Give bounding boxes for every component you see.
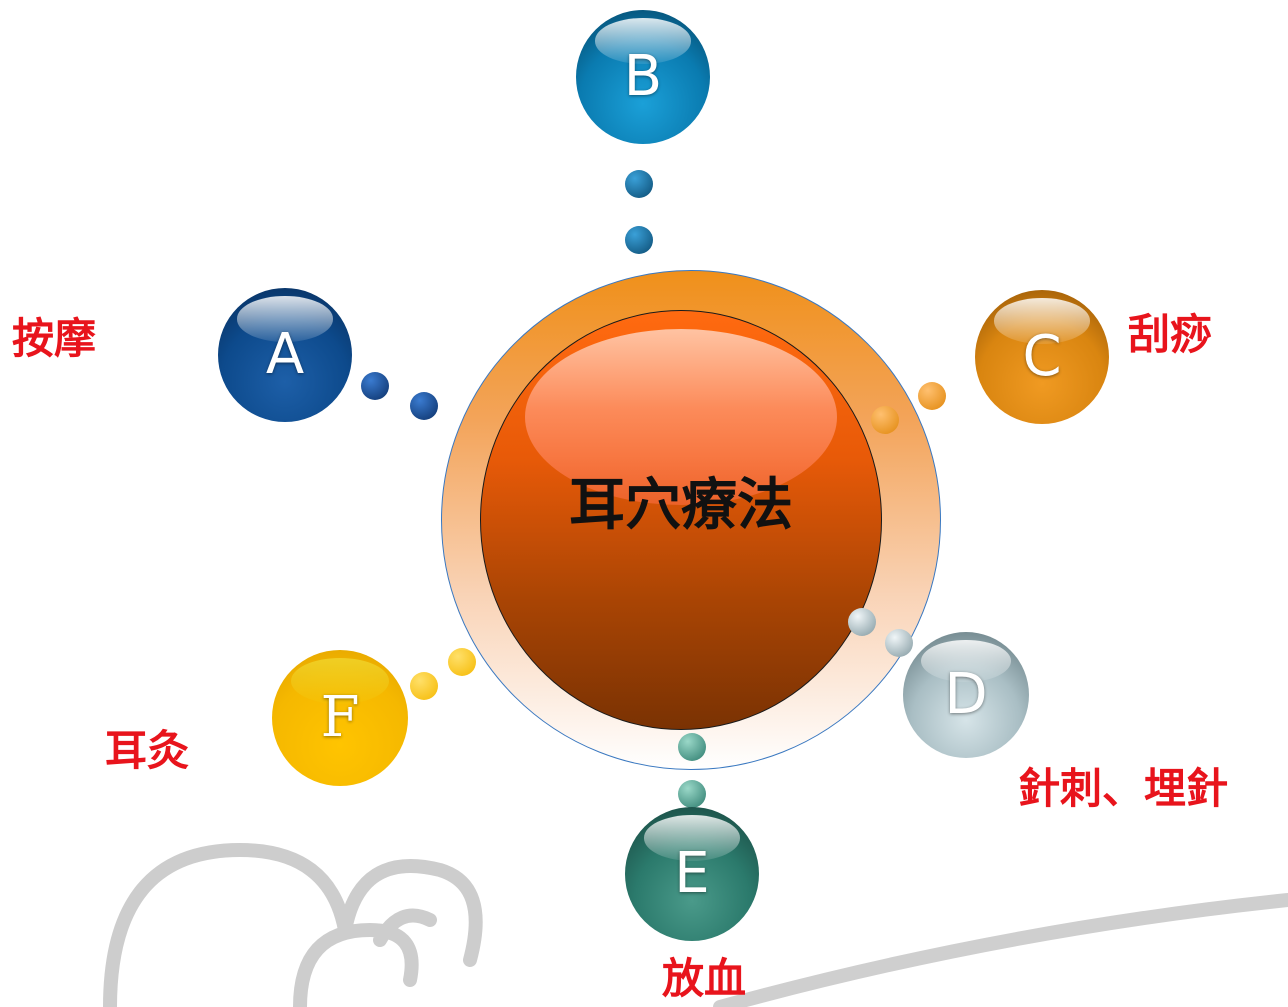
- cloud-swirl-ornament: [103, 842, 483, 1007]
- connector-dot-c-2: [871, 406, 899, 434]
- label-d: 針刺、埋針: [1018, 764, 1229, 813]
- connector-dot-e-1: [678, 733, 706, 761]
- center-circle-highlight: [525, 329, 837, 505]
- label-e: 放血: [662, 954, 747, 1003]
- label-f: 耳灸: [105, 726, 190, 775]
- node-ball-a-shine: [236, 296, 334, 342]
- connector-dot-a-1: [361, 372, 389, 400]
- node-ball-b: B: [576, 10, 710, 144]
- connector-dot-c-1: [918, 382, 946, 410]
- connector-dot-f-2: [410, 672, 438, 700]
- node-ball-d-shine: [920, 639, 1012, 683]
- label-c: 刮痧: [1128, 310, 1213, 359]
- node-letter-e: E: [674, 841, 710, 906]
- connector-dot-b-1: [625, 170, 653, 198]
- node-ball-e: E: [625, 807, 759, 941]
- center-title: 耳穴療法: [569, 473, 793, 538]
- node-letter-a: A: [265, 322, 305, 387]
- connector-dot-a-2: [410, 392, 438, 420]
- connector-dot-e-2: [678, 780, 706, 808]
- node-ball-e-shine: [643, 815, 741, 861]
- node-ball-f: F: [272, 650, 408, 786]
- label-a: 按摩: [12, 314, 97, 363]
- node-letter-d: D: [944, 662, 988, 727]
- node-ball-a: A: [218, 288, 352, 422]
- center-circle: [480, 310, 882, 730]
- connector-dot-f-1: [448, 648, 476, 676]
- connector-dot-d-2: [885, 629, 913, 657]
- connector-dot-d-1: [848, 608, 876, 636]
- node-ball-f-shine: [291, 658, 389, 705]
- node-letter-b: B: [623, 44, 663, 109]
- background-sweep-line: [713, 893, 1288, 1007]
- node-ball-c: C: [975, 290, 1109, 424]
- node-ball-b-shine: [594, 18, 692, 64]
- node-letter-f: F: [320, 685, 360, 750]
- node-ball-d: D: [903, 632, 1029, 758]
- connector-dot-b-2: [625, 226, 653, 254]
- node-letter-c: C: [1022, 324, 1062, 389]
- node-ball-c-shine: [993, 298, 1091, 344]
